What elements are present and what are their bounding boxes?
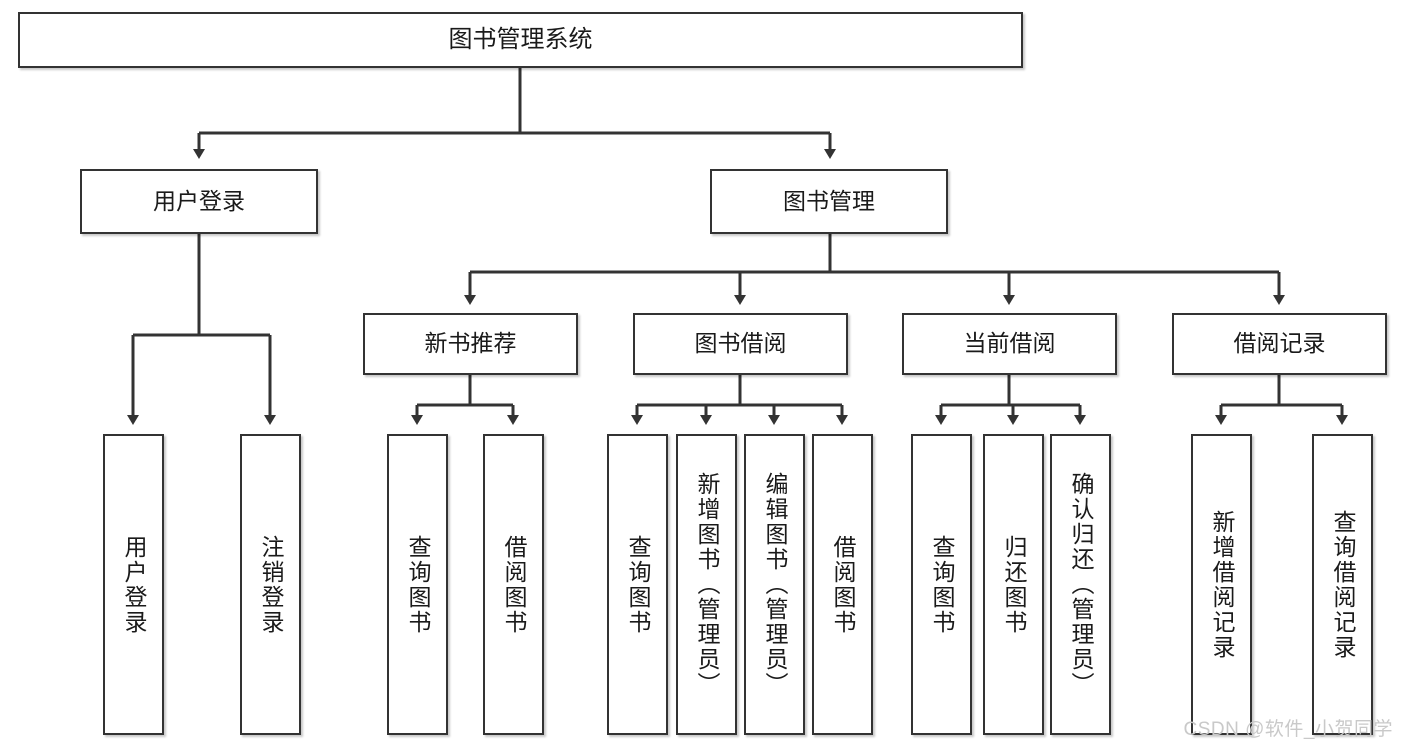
node-leaf-logout[interactable]: 注销登录 [240, 434, 301, 735]
node-book-manage[interactable]: 图书管理 [710, 169, 948, 234]
node-borrow-record-label: 借阅记录 [1233, 330, 1326, 357]
node-leaf-query-book-3-label: 查询图书 [929, 534, 955, 635]
node-leaf-query-book-2-label: 查询图书 [625, 534, 651, 635]
node-leaf-user-login[interactable]: 用户登录 [103, 434, 164, 735]
node-leaf-borrow-book-2[interactable]: 借阅图书 [812, 434, 873, 735]
node-root-label: 图书管理系统 [448, 25, 593, 53]
node-new-book-recommend[interactable]: 新书推荐 [363, 313, 578, 375]
node-leaf-user-login-label: 用户登录 [121, 534, 147, 635]
node-leaf-query-book-3[interactable]: 查询图书 [911, 434, 972, 735]
node-leaf-confirm-return-label: 确认归还（管理员） [1068, 472, 1094, 697]
node-leaf-edit-book-label: 编辑图书（管理员） [762, 472, 788, 697]
node-book-borrow[interactable]: 图书借阅 [633, 313, 848, 375]
node-leaf-return-book[interactable]: 归还图书 [983, 434, 1044, 735]
node-leaf-add-book-label: 新增图书（管理员） [694, 472, 720, 697]
node-leaf-borrow-book-1-label: 借阅图书 [501, 534, 527, 635]
watermark: CSDN @软件_小贺同学 [1183, 719, 1393, 740]
node-new-book-recommend-label: 新书推荐 [424, 330, 517, 357]
node-current-borrow-label: 当前借阅 [963, 330, 1056, 357]
node-leaf-add-book[interactable]: 新增图书（管理员） [676, 434, 737, 735]
node-leaf-return-book-label: 归还图书 [1001, 534, 1027, 635]
node-leaf-confirm-return[interactable]: 确认归还（管理员） [1050, 434, 1111, 735]
node-book-borrow-label: 图书借阅 [694, 330, 787, 357]
node-user-login[interactable]: 用户登录 [80, 169, 318, 234]
node-leaf-borrow-book-2-label: 借阅图书 [830, 534, 856, 635]
node-leaf-add-record[interactable]: 新增借阅记录 [1191, 434, 1252, 735]
node-leaf-logout-label: 注销登录 [258, 534, 284, 635]
node-leaf-query-book-2[interactable]: 查询图书 [607, 434, 668, 735]
node-leaf-query-record-label: 查询借阅记录 [1330, 509, 1356, 660]
node-leaf-query-record[interactable]: 查询借阅记录 [1312, 434, 1373, 735]
node-borrow-record[interactable]: 借阅记录 [1172, 313, 1387, 375]
node-leaf-borrow-book-1[interactable]: 借阅图书 [483, 434, 544, 735]
node-current-borrow[interactable]: 当前借阅 [902, 313, 1117, 375]
node-user-login-label: 用户登录 [153, 187, 245, 214]
node-leaf-edit-book[interactable]: 编辑图书（管理员） [744, 434, 805, 735]
node-root[interactable]: 图书管理系统 [18, 12, 1023, 68]
node-book-manage-label: 图书管理 [783, 187, 875, 214]
node-leaf-query-book-1[interactable]: 查询图书 [387, 434, 448, 735]
node-leaf-add-record-label: 新增借阅记录 [1209, 509, 1235, 660]
node-leaf-query-book-1-label: 查询图书 [405, 534, 431, 635]
